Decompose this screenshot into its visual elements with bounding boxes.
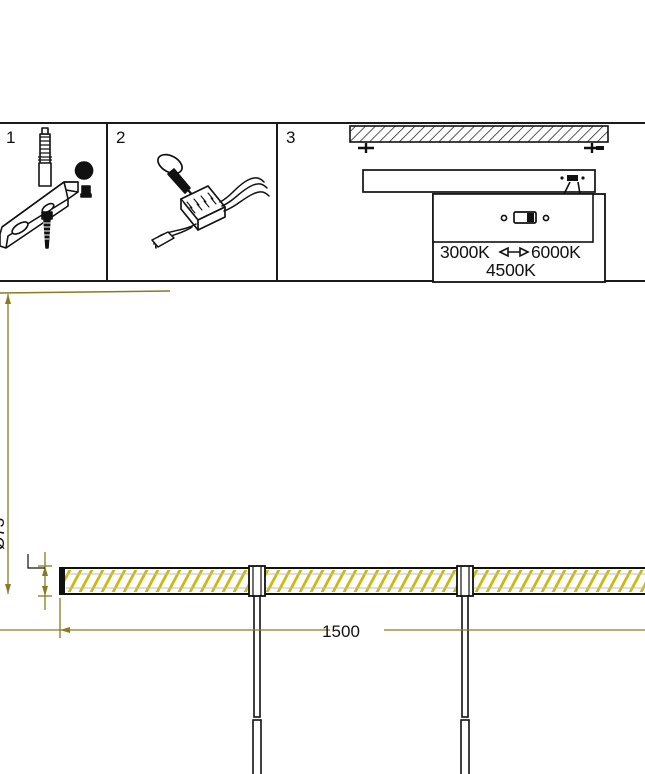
lamp-body — [59, 567, 645, 595]
ceiling-reference-line — [0, 290, 171, 294]
lamp-end-cap-left — [60, 568, 65, 594]
cct-center-label: 4500K — [486, 260, 536, 280]
collar-left — [248, 565, 266, 597]
bracket-assembly-illustration — [0, 127, 94, 249]
step-number-1: 1 — [6, 128, 16, 147]
rod-left-lower — [252, 719, 262, 774]
screw-icon — [41, 211, 53, 249]
ceiling-slab-icon — [349, 125, 609, 143]
wires-left-icon — [151, 223, 197, 249]
rod-joint-collars — [248, 565, 474, 597]
step-number-3: 3 — [286, 128, 296, 147]
step-panel-2: 2 — [106, 122, 278, 282]
mounting-bracket-icon — [0, 181, 79, 249]
canopy-bar-icon — [362, 169, 596, 193]
pendant-elevation-drawing: 1750 — [0, 290, 645, 774]
cct-range-arrows — [498, 246, 530, 258]
width-dimension: 1500 — [0, 598, 645, 641]
wall-anchor-icon — [38, 127, 52, 187]
installation-steps-strip: 1 — [0, 122, 645, 283]
knob-icon — [74, 161, 94, 198]
rod-right-upper — [461, 591, 469, 718]
diameter-dimension-label: Ø73 — [0, 518, 8, 550]
step-panel-3: 3 — [276, 122, 645, 283]
rod-left-upper — [253, 591, 261, 718]
cct-detail-box: 3000K 6000K 4500K — [432, 193, 606, 283]
screwdriver-icon — [157, 153, 202, 206]
canopy-switch-marks — [560, 175, 585, 181]
collar-right — [456, 565, 474, 597]
height-dimension: 1750 — [5, 294, 11, 594]
terminal-block-icon — [180, 185, 226, 231]
step-panel-1: 1 — [0, 122, 108, 282]
cct-left-label: 3000K — [440, 242, 490, 262]
cct-right-label: 6000K — [531, 242, 581, 262]
step-number-2: 2 — [116, 128, 126, 147]
ceiling-mount-cct-illustration: 3000K 6000K 4500K — [349, 125, 609, 283]
suspension-rods — [252, 591, 470, 774]
ceiling-bracket-marks — [358, 143, 604, 153]
rod-right-lower — [460, 719, 470, 774]
diameter-dimension: Ø73 — [0, 518, 52, 610]
wires-right-icon — [219, 177, 270, 212]
width-dimension-label: 1500 — [322, 622, 360, 641]
cct-rocker-switch[interactable] — [500, 211, 550, 224]
wiring-terminal-illustration — [151, 153, 270, 249]
